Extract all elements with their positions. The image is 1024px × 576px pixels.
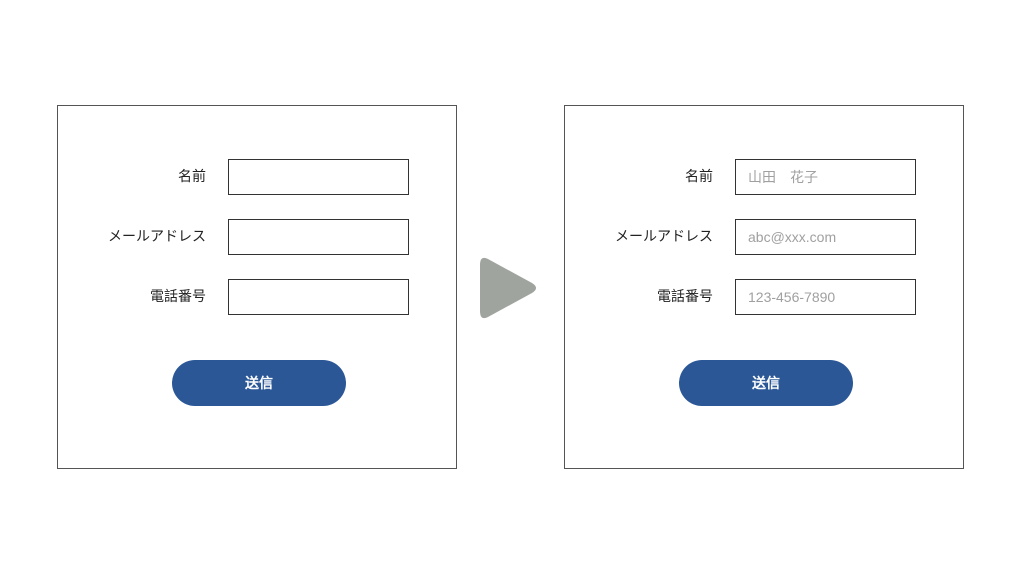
email-input[interactable] [735,219,916,255]
submit-button[interactable]: 送信 [679,360,853,406]
phone-label: 電話番号 [150,289,206,305]
submit-button[interactable]: 送信 [172,360,346,406]
email-label: メールアドレス [615,229,713,245]
email-row: メールアドレス [58,219,456,255]
play-triangle-icon [480,257,536,319]
email-input[interactable] [228,219,409,255]
name-label: 名前 [685,169,713,185]
phone-row: 電話番号 [58,279,456,315]
name-row: 名前 [565,159,963,195]
form-before-panel: 名前 メールアドレス 電話番号 送信 [57,105,457,469]
form-after-panel: 名前 メールアドレス 電話番号 送信 [564,105,964,469]
name-label: 名前 [178,169,206,185]
name-input[interactable] [228,159,409,195]
phone-row: 電話番号 [565,279,963,315]
phone-label: 電話番号 [657,289,713,305]
phone-input[interactable] [735,279,916,315]
phone-input[interactable] [228,279,409,315]
email-row: メールアドレス [565,219,963,255]
name-input[interactable] [735,159,916,195]
name-row: 名前 [58,159,456,195]
email-label: メールアドレス [108,229,206,245]
